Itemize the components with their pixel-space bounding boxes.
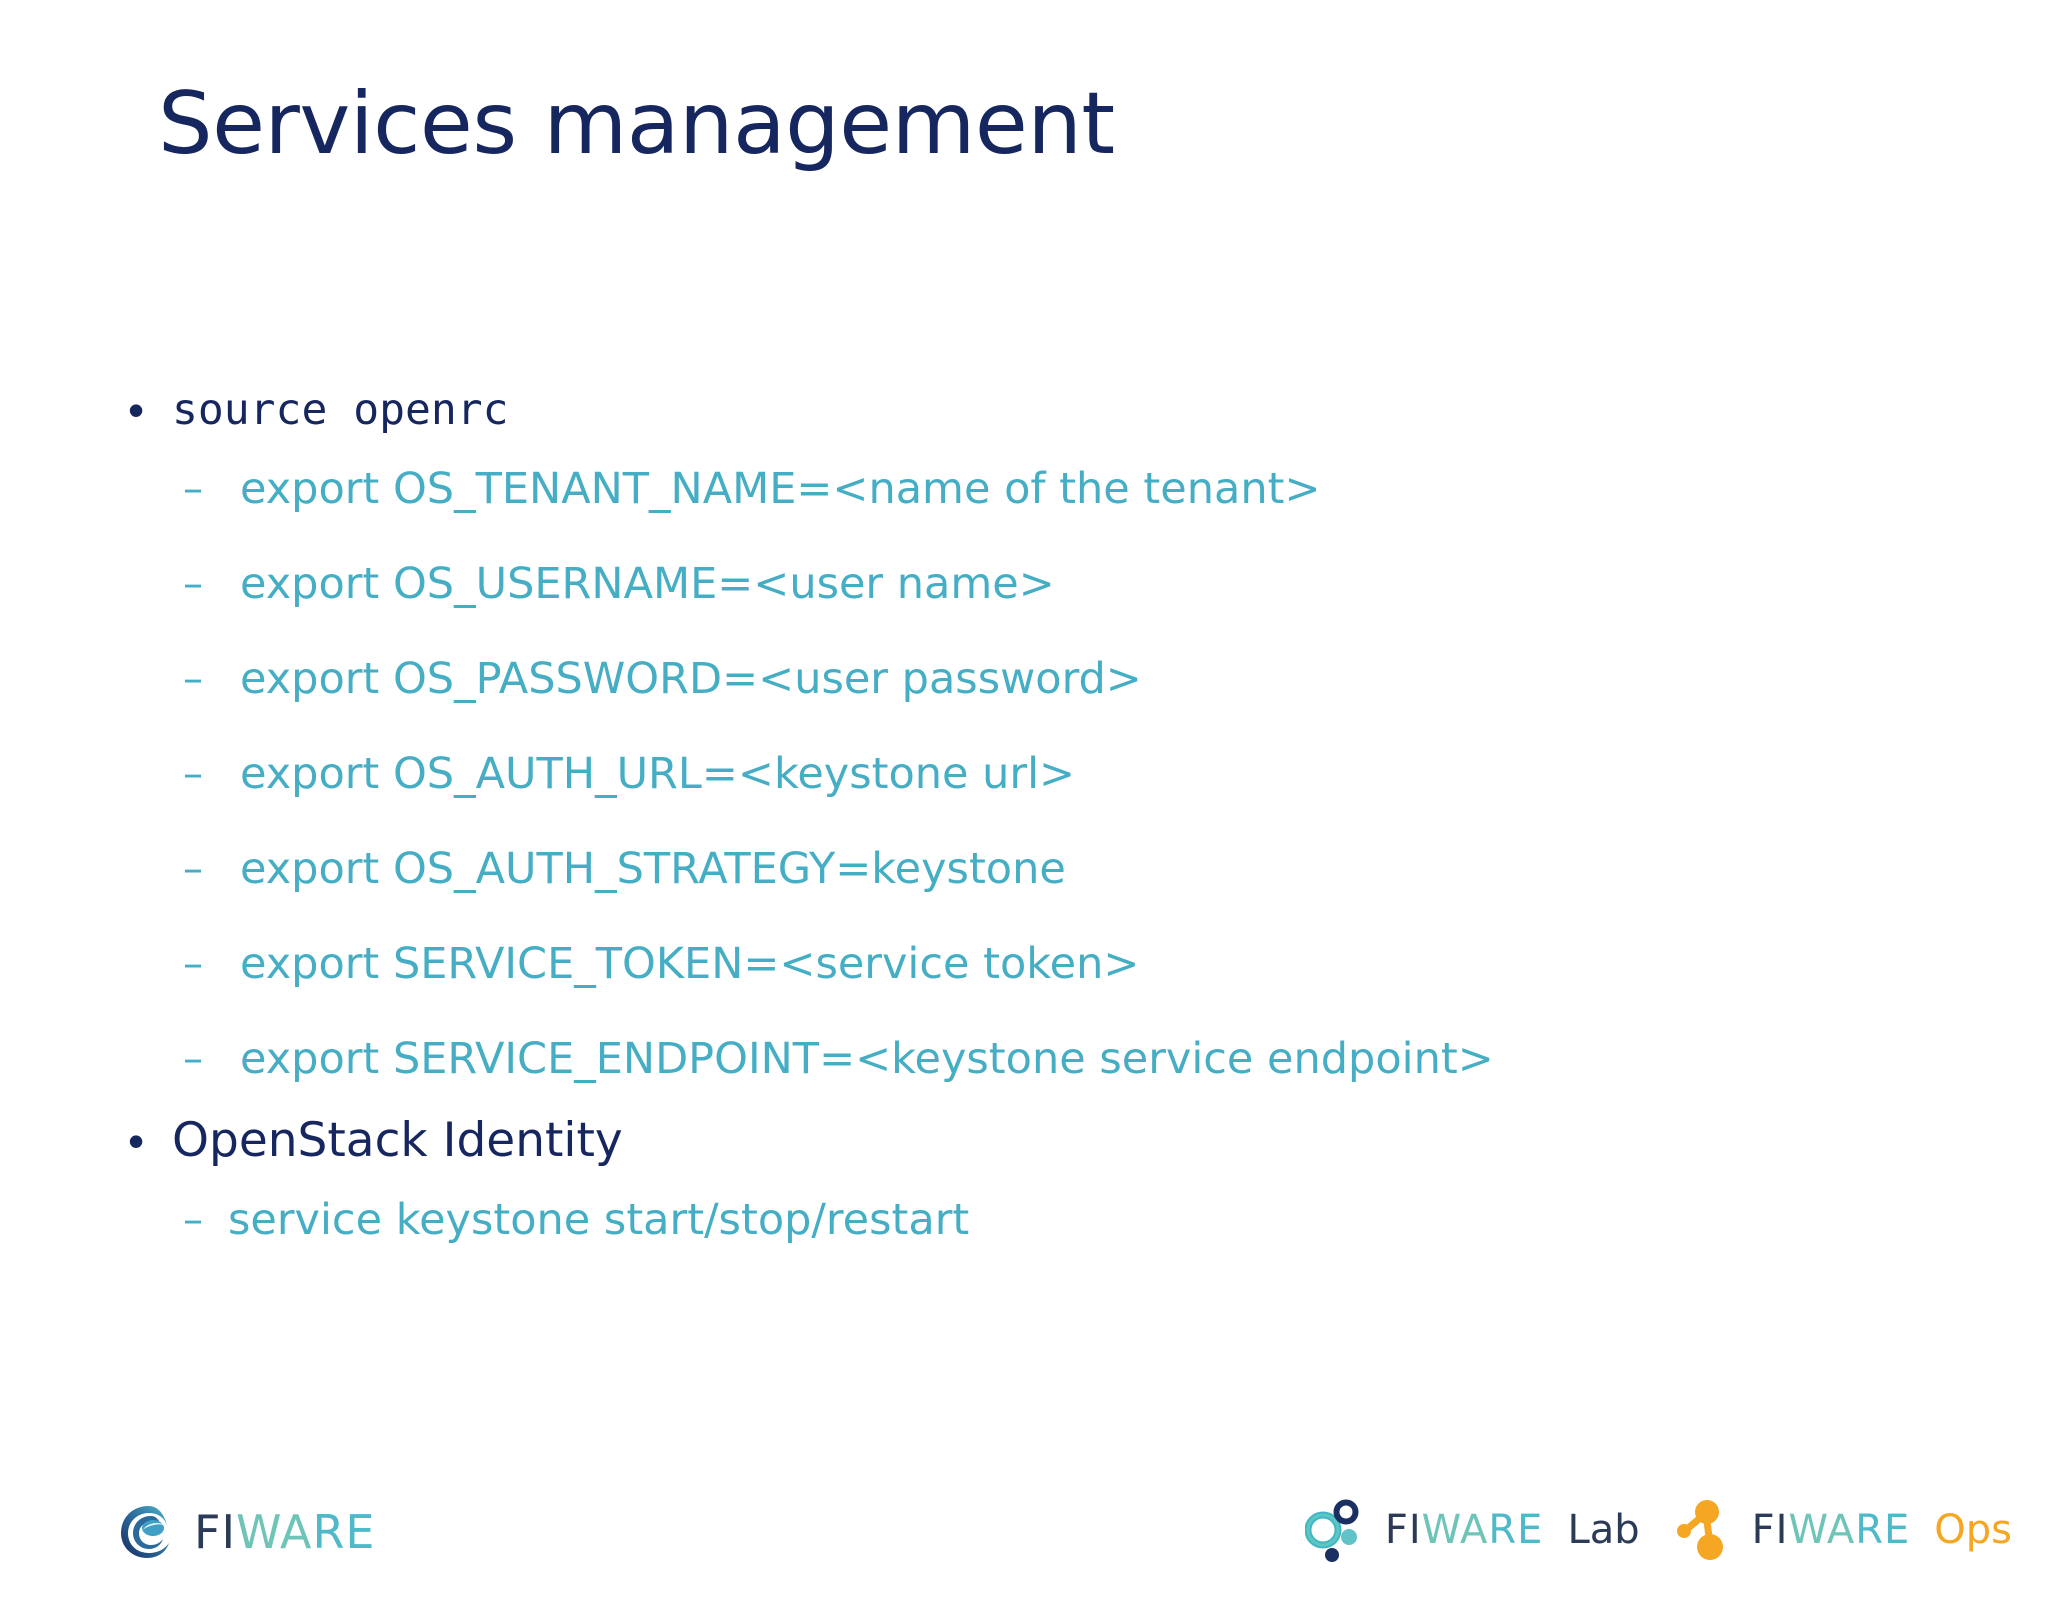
fiware-lab-suffix: Lab bbox=[1567, 1507, 1640, 1553]
list-item-label: export SERVICE_TOKEN=<service token> bbox=[240, 939, 1140, 989]
list-item: – export SERVICE_ENDPOINT=<keystone serv… bbox=[110, 1012, 2010, 1107]
fiware-ops-wordmark: FIWARE bbox=[1752, 1510, 1911, 1550]
bullet-list: • source openrc – export OS_TENANT_NAME=… bbox=[110, 380, 2010, 1268]
page-title: Services management bbox=[158, 74, 1115, 174]
list-item-label: export OS_AUTH_URL=<keystone url> bbox=[240, 749, 1076, 799]
list-item-label: export OS_USERNAME=<user name> bbox=[240, 559, 1055, 609]
list-item-label: source openrc bbox=[172, 385, 509, 435]
fiware-wordmark: FIWARE bbox=[194, 1509, 376, 1555]
dash-marker: – bbox=[183, 846, 203, 892]
footer: FIWARE FIWARE Lab bbox=[0, 1439, 2048, 1599]
list-item: – export OS_PASSWORD=<user password> bbox=[110, 632, 2010, 727]
dash-marker: – bbox=[183, 1036, 203, 1082]
bullet-marker: • bbox=[128, 1115, 145, 1167]
footer-logo-group: FIWARE Lab FIWARE Ops bbox=[1304, 1497, 2012, 1563]
list-item-label: export SERVICE_ENDPOINT=<keystone servic… bbox=[240, 1034, 1494, 1084]
list-item-label: export OS_AUTH_STRATEGY=keystone bbox=[240, 844, 1066, 894]
list-item: • OpenStack Identity bbox=[110, 1111, 2010, 1171]
list-item-label: service keystone start/stop/restart bbox=[228, 1195, 970, 1245]
list-item: – export OS_AUTH_STRATEGY=keystone bbox=[110, 822, 2010, 917]
dash-marker: – bbox=[183, 656, 203, 702]
fiware-ops-suffix: Ops bbox=[1934, 1507, 2012, 1553]
dash-marker: – bbox=[183, 751, 203, 797]
wordmark-wa: WA bbox=[1421, 1507, 1489, 1553]
wordmark-fi: FI bbox=[194, 1505, 237, 1559]
bullet-marker: • bbox=[128, 384, 145, 436]
wordmark-fi: FI bbox=[1751, 1507, 1789, 1553]
fiware-swirl-icon bbox=[118, 1503, 180, 1561]
dash-marker: – bbox=[183, 1197, 203, 1243]
dash-marker: – bbox=[183, 561, 203, 607]
list-item-label: export OS_PASSWORD=<user password> bbox=[240, 654, 1142, 704]
wordmark-re: RE bbox=[1488, 1507, 1544, 1553]
fiware-ops-logo: FIWARE Ops bbox=[1676, 1497, 2012, 1563]
list-item: – export OS_AUTH_URL=<keystone url> bbox=[110, 727, 2010, 822]
list-item: – service keystone start/stop/restart bbox=[110, 1173, 2010, 1268]
dash-marker: – bbox=[183, 466, 203, 512]
fiware-lab-wordmark: FIWARE bbox=[1385, 1510, 1544, 1550]
fiware-ops-nodes-icon bbox=[1676, 1497, 1738, 1563]
wordmark-wa: WA bbox=[1788, 1507, 1856, 1553]
list-item-label: OpenStack Identity bbox=[172, 1113, 623, 1168]
list-item: – export SERVICE_TOKEN=<service token> bbox=[110, 917, 2010, 1012]
list-item: – export OS_TENANT_NAME=<name of the ten… bbox=[110, 442, 2010, 537]
list-item-label: export OS_TENANT_NAME=<name of the tenan… bbox=[240, 464, 1321, 514]
wordmark-wa: WA bbox=[236, 1505, 313, 1559]
fiware-logo: FIWARE bbox=[118, 1503, 376, 1561]
fiware-lab-logo: FIWARE Lab bbox=[1304, 1497, 1640, 1563]
dash-marker: – bbox=[183, 941, 203, 987]
wordmark-re: RE bbox=[1855, 1507, 1911, 1553]
list-item: – export OS_USERNAME=<user name> bbox=[110, 537, 2010, 632]
fiware-lab-molecule-icon bbox=[1304, 1497, 1371, 1563]
list-item: • source openrc bbox=[110, 380, 2010, 440]
wordmark-fi: FI bbox=[1384, 1507, 1422, 1553]
wordmark-re: RE bbox=[312, 1505, 376, 1559]
